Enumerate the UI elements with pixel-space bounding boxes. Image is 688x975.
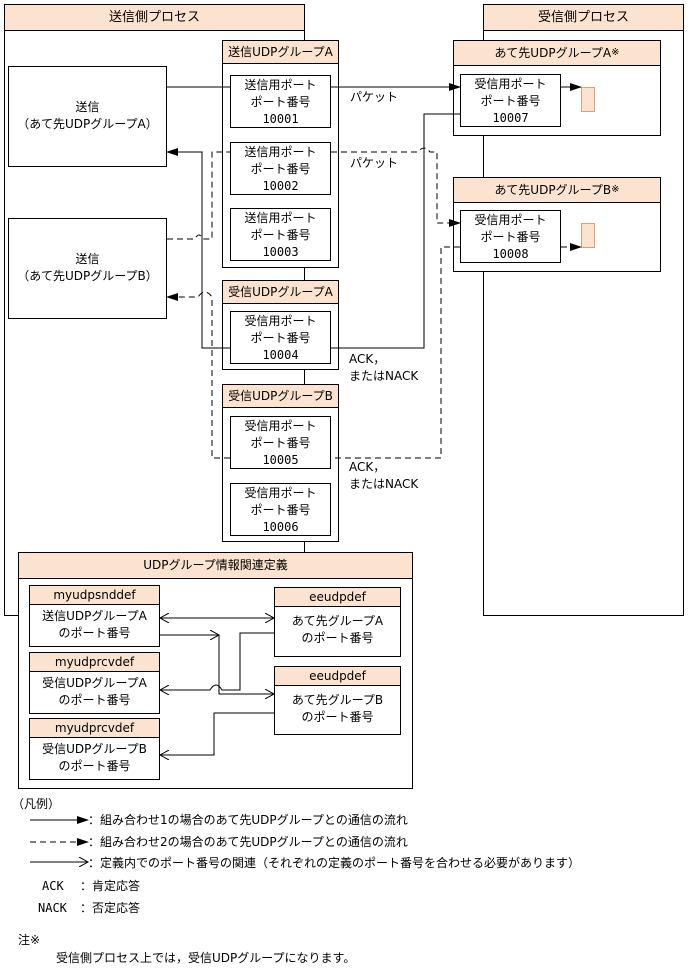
def-eeudpdef-a-body <box>274 606 401 657</box>
dest-a-buffer <box>581 87 595 112</box>
def-myudprcvdef-a-name: myudprcvdef <box>29 652 160 672</box>
ack-label-1: ACK， またはNACK <box>349 352 419 383</box>
flow-10005-to-send-b <box>166 291 230 459</box>
port-10002-label: 送信用ポート ポート番号 <box>244 145 317 176</box>
dest-udp-group-a-title: あて先UDPグループA <box>494 46 612 60</box>
note-text: 受信側プロセス上では，受信UDPグループになります。 <box>56 951 356 965</box>
dest-b-buffer <box>581 223 595 248</box>
send-to-group-b-label: 送信 （あて先UDPグループB） <box>17 252 158 283</box>
port-10006-number: 10006 <box>262 520 299 534</box>
ack-label-2: ACK， またはNACK <box>349 460 419 491</box>
packet-label-2: パケット <box>350 156 399 170</box>
flow-10004-to-send-a <box>166 148 230 349</box>
port-10005-box <box>230 416 331 469</box>
port-10005-number: 10005 <box>262 453 299 467</box>
dest-udp-group-a-note-mark: ※ <box>611 47 620 58</box>
legend-item-1: ：組み合わせ1の場合のあて先UDPグループとの通信の流れ <box>88 813 408 827</box>
sender-process-title: 送信側プロセス <box>4 4 305 31</box>
legend-heading: （凡例） <box>12 797 61 811</box>
send-udp-group-a-title: 送信UDPグループA <box>222 40 339 64</box>
recv-udp-group-b-title: 受信UDPグループB <box>222 384 339 408</box>
def-link-rcv-a-to-dest-b <box>218 635 274 694</box>
port-10004-label: 受信用ポート ポート番号 <box>244 314 317 345</box>
flow-send-b-to-port-10002 <box>167 151 230 240</box>
send-to-group-a-box <box>8 66 167 167</box>
port-10008-box <box>460 210 561 263</box>
port-10007-number: 10007 <box>492 111 529 125</box>
dest-udp-group-a-header: あて先UDPグループA※ <box>453 40 661 66</box>
flow-packet-to-10008 <box>331 147 461 227</box>
def-myudpsnddef-body <box>29 604 160 647</box>
def-myudprcvdef-b-text: 受信UDPグループB のポート番号 <box>42 742 147 773</box>
def-eeudpdef-b-body <box>274 685 401 735</box>
port-10007-label: 受信用ポート ポート番号 <box>474 77 547 108</box>
legend-ack-term: ACK <box>42 879 64 893</box>
port-10008-label: 受信用ポート ポート番号 <box>474 213 547 244</box>
port-10003-label: 送信用ポート ポート番号 <box>244 211 317 242</box>
port-10004-box <box>230 311 331 364</box>
legend-nack-term: NACK <box>38 901 67 915</box>
dest-udp-group-b-title: あて先UDPグループB <box>494 183 612 197</box>
def-myudprcvdef-b-body <box>29 737 160 780</box>
def-eeudpdef-b-text: あて先グループB のポート番号 <box>291 693 384 724</box>
port-10003-box <box>230 208 331 261</box>
dest-udp-group-b-header: あて先UDPグループB※ <box>453 177 661 203</box>
def-myudpsnddef-text: 送信UDPグループA のポート番号 <box>42 609 147 640</box>
def-myudpsnddef-name: myudpsnddef <box>29 585 160 605</box>
legend-nack-desc: ：否定応答 <box>80 901 141 915</box>
legend-ack-desc: ：肯定応答 <box>80 879 141 893</box>
port-10005-label: 受信用ポート ポート番号 <box>244 419 317 450</box>
send-to-group-a-label: 送信 （あて先UDPグループA） <box>17 100 158 131</box>
legend-item-3: ：定義内でのポート番号の関連（それぞれの定義のポート番号を合わせる必要があります… <box>88 856 581 870</box>
def-link-rcv-b <box>160 712 274 755</box>
def-myudprcvdef-a-text: 受信UDPグループA のポート番号 <box>42 676 147 707</box>
def-eeudpdef-b-name: eeudpdef <box>274 666 401 686</box>
dest-udp-group-b-note-mark: ※ <box>611 184 620 195</box>
def-eeudpdef-a-text: あて先グループA のポート番号 <box>291 614 384 645</box>
send-to-group-b-box <box>8 218 167 319</box>
receiver-process-title: 受信側プロセス <box>483 4 684 31</box>
port-10001-number: 10001 <box>262 112 299 126</box>
port-10002-number: 10002 <box>262 179 299 193</box>
port-10001-box <box>230 75 331 128</box>
port-10006-label: 受信用ポート ポート番号 <box>244 486 317 517</box>
definitions-title: UDPグループ情報関連定義 <box>18 552 413 579</box>
port-10006-box <box>230 483 331 536</box>
port-10008-number: 10008 <box>492 247 529 261</box>
port-10004-number: 10004 <box>262 348 299 362</box>
port-10002-box <box>230 142 331 195</box>
legend-item-2: ：組み合わせ2の場合のあて先UDPグループとの通信の流れ <box>88 835 408 849</box>
note-heading: 注※ <box>18 933 41 947</box>
packet-label-1: パケット <box>350 90 399 104</box>
def-myudprcvdef-b-name: myudprcvdef <box>29 718 160 738</box>
port-10003-number: 10003 <box>262 245 299 259</box>
port-10007-box <box>460 74 561 127</box>
flow-ack-10004 <box>331 113 460 349</box>
flow-ack-10005 <box>331 246 460 459</box>
def-myudprcvdef-a-body <box>29 671 160 714</box>
def-link-rcv-a <box>160 632 274 690</box>
port-10001-label: 送信用ポート ポート番号 <box>244 78 317 109</box>
recv-udp-group-a-title: 受信UDPグループA <box>222 280 339 304</box>
